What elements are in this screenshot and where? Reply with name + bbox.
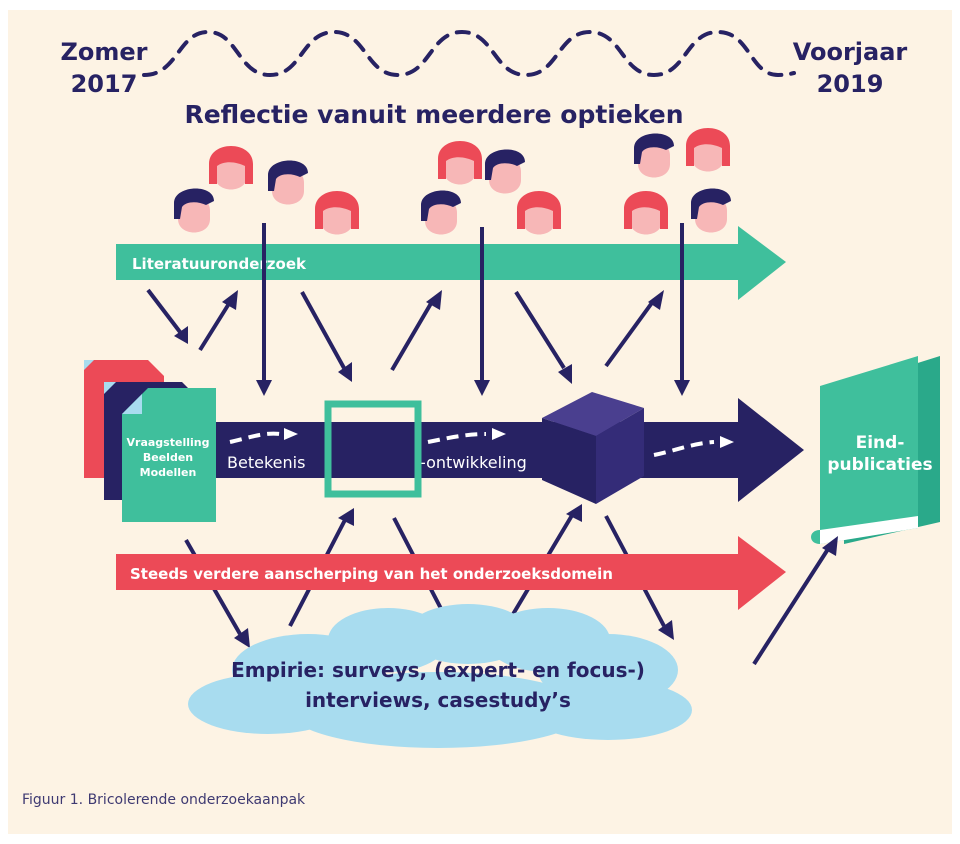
person-woman-icon [624,191,668,235]
timeline-dashed-path [142,29,796,78]
book-label-line2: publicaties [827,455,932,475]
refinement-arrow [116,536,786,610]
person-woman-icon [315,191,359,235]
arrowhead [256,380,272,396]
document-line3: Modellen [140,466,197,479]
literature-arrow-label: Literatuuronderzoek [132,255,307,273]
document-line2: Beelden [143,451,193,464]
process-label-left: Betekenis [227,453,305,472]
person-man-icon [421,190,461,235]
process-arrow [148,398,804,502]
feedback-arrows-upper [146,288,656,372]
cloud-line2: interviews, casestudy’s [305,688,571,712]
person-woman-icon [438,141,482,185]
diagram-panel: Zomer 2017 Voorjaar 2019 Reflectie vanui… [8,10,952,834]
process-diagram: Zomer 2017 Voorjaar 2019 Reflectie vanui… [60,29,940,748]
figure-caption: Figuur 1. Bricolerende onderzoekaanpak [22,792,306,808]
heading: Reflectie vanuit meerdere optieken [184,100,683,129]
person-man-icon [174,188,214,233]
process-label-right: -ontwikkeling [420,453,527,472]
arrowhead [674,380,690,396]
person-woman-icon [209,146,253,190]
timeline-start-line2: 2017 [71,70,138,98]
book-label-line1: Eind- [856,433,905,453]
person-woman-icon [686,128,730,172]
dashed-flow [229,431,715,457]
timeline-end-line2: 2019 [817,70,884,98]
document-line1: Vraagstelling [127,436,210,449]
cloud-line1: Empirie: surveys, (expert- en focus-) [231,658,645,682]
timeline-start-line1: Zomer [60,38,147,66]
person-woman-icon [517,191,561,235]
refinement-arrow-label: Steeds verdere aanscherping van het onde… [130,565,613,583]
documents-icon [84,360,216,522]
stage-square [324,400,422,498]
arrowhead [474,380,490,396]
person-man-icon [691,188,731,233]
literature-arrow [116,226,786,300]
person-man-icon [634,133,674,178]
book-icon [811,356,940,544]
dashed-flow-heads [284,428,734,448]
person-man-icon [485,149,525,194]
timeline-end-line1: Voorjaar [793,38,908,66]
arrowheads-upper [174,290,664,384]
cloud-icon [188,604,692,748]
cube-icon [542,392,644,504]
person-man-icon [268,160,308,205]
